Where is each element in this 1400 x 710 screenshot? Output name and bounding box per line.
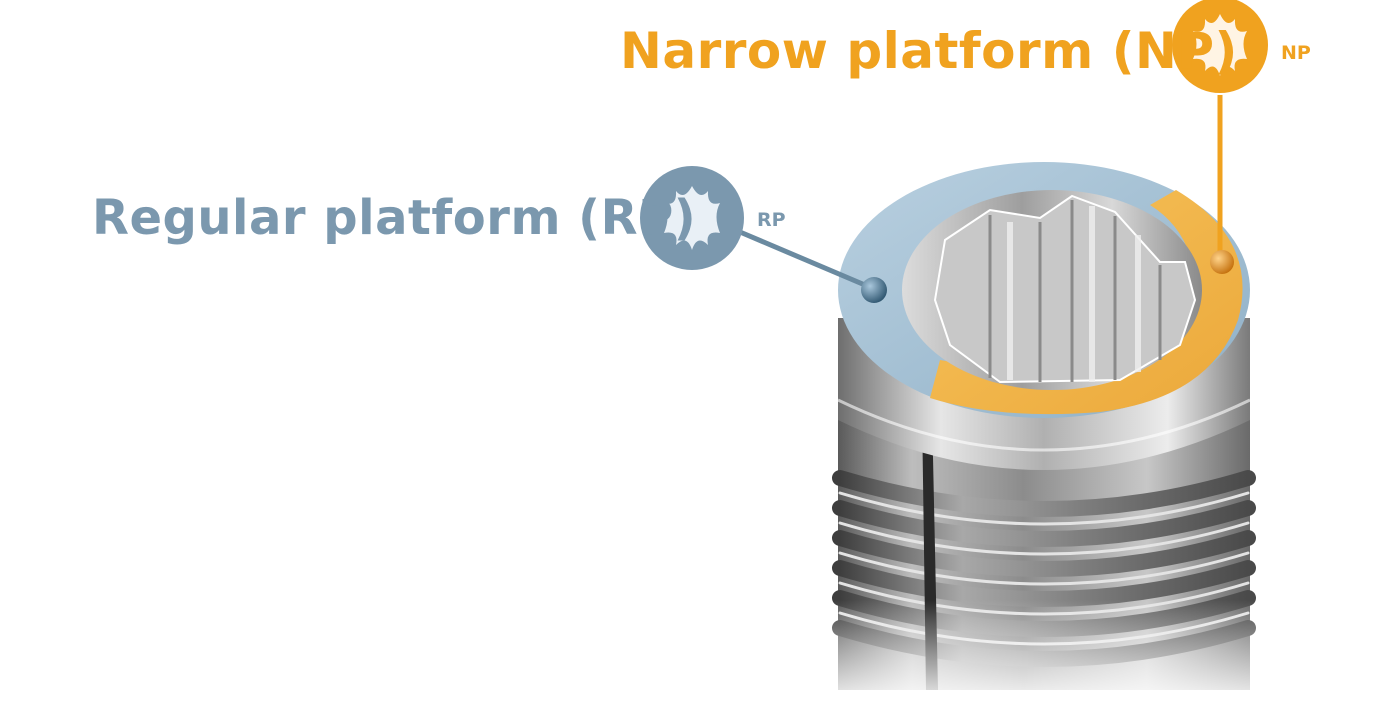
rp-callout xyxy=(640,166,887,303)
np-ring xyxy=(930,190,1243,415)
np-badge-label: NP xyxy=(1281,42,1311,64)
np-callout xyxy=(1172,0,1268,274)
rp-badge-label: RP xyxy=(757,209,786,231)
rp-title: Regular platform (RP) xyxy=(92,190,697,246)
np-title: Narrow platform (NP) xyxy=(620,22,1238,80)
implant-bore xyxy=(902,190,1202,390)
rp-hexalobe-icon xyxy=(664,186,720,250)
np-hexalobe-icon xyxy=(1193,14,1247,76)
